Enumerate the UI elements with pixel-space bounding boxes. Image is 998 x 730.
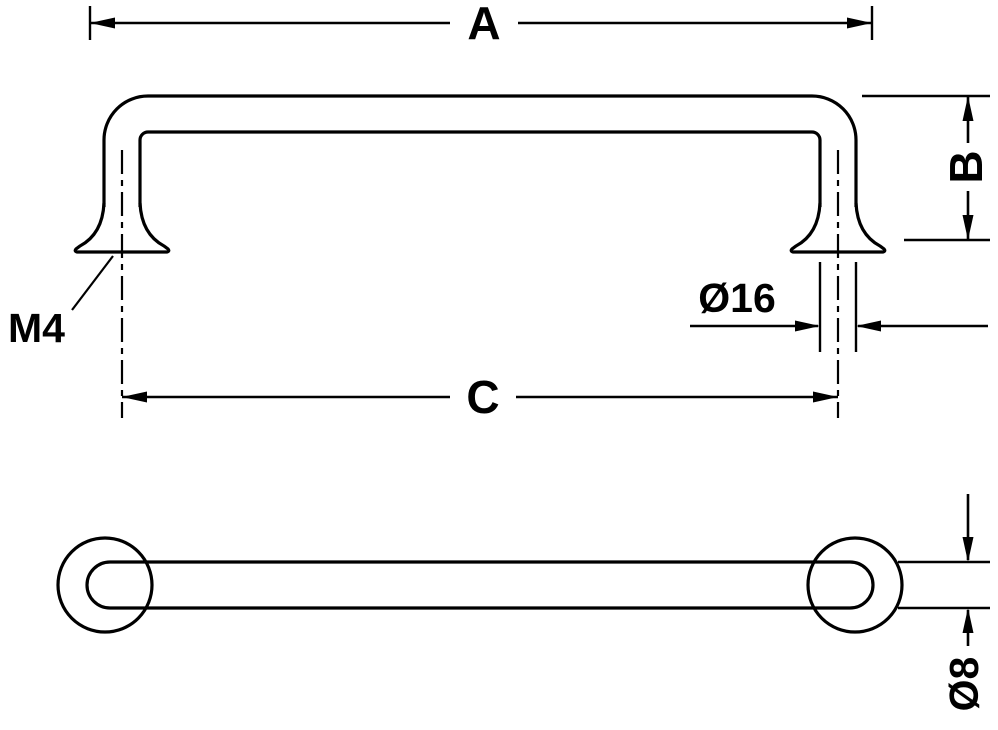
- plan-view: Ø8: [56, 494, 990, 711]
- dimension-c: C: [122, 371, 838, 423]
- arrowhead-up: [962, 608, 974, 633]
- arrowhead-left: [90, 17, 115, 29]
- left-ferrule-circle: [56, 536, 154, 634]
- thread-label-m4: M4: [8, 305, 65, 351]
- dim-label-ferrule-diameter: Ø16: [698, 275, 776, 321]
- arrowhead-right: [795, 320, 820, 332]
- leader-line: [71, 255, 114, 311]
- dim-label-tube-diameter: Ø8: [941, 657, 987, 712]
- dim-label-c: C: [466, 371, 499, 423]
- thread-callout: M4: [8, 255, 114, 351]
- dim-label-a: A: [467, 0, 500, 49]
- arrowhead-right: [847, 17, 872, 29]
- handle-inner-outline: [138, 130, 822, 207]
- front-view: A B C: [8, 0, 992, 423]
- handle-bar: [85, 560, 875, 610]
- handle-outer-outline: [102, 94, 858, 207]
- arrowhead-up: [962, 96, 974, 121]
- dimension-a: A: [88, 0, 874, 49]
- dimension-ferrule-diameter: Ø16: [690, 262, 988, 352]
- dim-label-b: B: [940, 150, 992, 183]
- arrowhead-right: [813, 391, 838, 403]
- dimension-tube-diameter: Ø8: [898, 494, 990, 711]
- arrowhead-down: [962, 215, 974, 240]
- right-ferrule-circle: [806, 536, 904, 634]
- arrowhead-down: [962, 537, 974, 562]
- dimension-b: B: [862, 94, 992, 242]
- arrowhead-left: [122, 391, 147, 403]
- arrowhead-left: [856, 320, 881, 332]
